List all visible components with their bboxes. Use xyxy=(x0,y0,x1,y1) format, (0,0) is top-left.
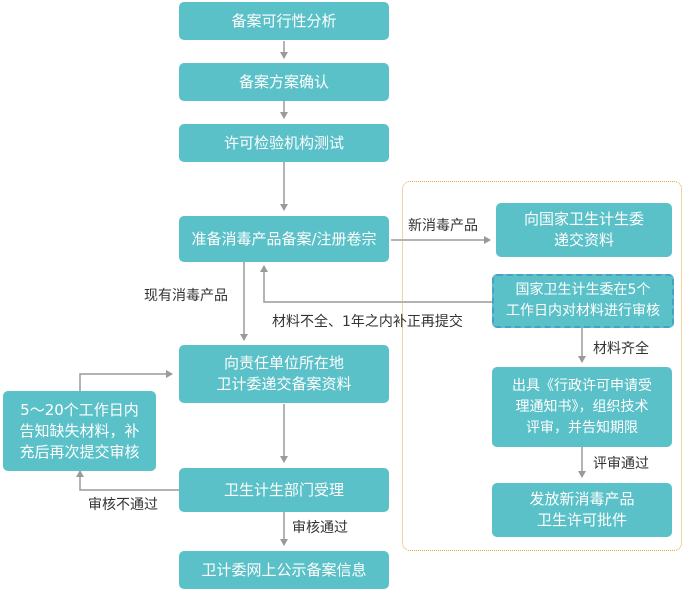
node-plan-confirmation: 备案方案确认 xyxy=(179,63,389,101)
node-label-line: 卫计委递交备案资料 xyxy=(216,375,352,393)
node-submit-local: 向责任单位所在地 卫计委递交备案资料 xyxy=(179,345,389,403)
node-label-line: 卫生许可批件 xyxy=(536,511,627,529)
node-label-line: 充后再次提交审核 xyxy=(19,442,140,461)
node-label-line: 5～20个工作日内 xyxy=(20,400,139,419)
edge-label-review-pass: 评审通过 xyxy=(593,456,649,472)
node-label-line: 向责任单位所在地 xyxy=(223,354,344,372)
node-label: 卫计委网上公示备案信息 xyxy=(201,560,367,579)
node-label-line: 评审，并告知期限 xyxy=(526,419,638,436)
node-department-acceptance: 卫生计生部门受理 xyxy=(179,468,389,512)
node-label-line: 向国家卫生计生委 xyxy=(523,210,644,228)
edge-label-complete: 材料齐全 xyxy=(593,341,649,357)
edge-label-new-product: 新消毒产品 xyxy=(408,218,478,234)
node-label-line: 发放新消毒产品 xyxy=(529,490,635,508)
new-product-process-region xyxy=(402,181,682,551)
arrow-accept-to-notify xyxy=(76,470,180,491)
node-notify-missing: 5～20个工作日内 告知缺失材料，补 充后再次提交审核 xyxy=(3,391,156,471)
node-label-line: 递交资料 xyxy=(553,231,614,249)
edge-label-incomplete: 材料不全、1年之内补正再提交 xyxy=(272,314,463,330)
node-label-line: 理通知书》，组织技术 xyxy=(515,398,649,415)
arrow-review-back-to-prepare xyxy=(260,265,492,303)
node-label-line: 出具《行政许可申请受 xyxy=(512,377,652,394)
node-prepare-dossier: 准备消毒产品备案/注册卷宗 xyxy=(179,216,389,262)
arrow-notify-to-submit xyxy=(79,370,173,391)
edge-label-existing-product: 现有消毒产品 xyxy=(144,288,228,304)
node-publish-online: 卫计委网上公示备案信息 xyxy=(179,551,389,589)
node-label: 准备消毒产品备案/注册卷宗 xyxy=(191,229,377,248)
node-label: 许可检验机构测试 xyxy=(223,133,344,152)
edge-label-audit-pass: 审核通过 xyxy=(292,520,348,536)
node-issue-notice: 出具《行政许可申请受 理通知书》，组织技术 评审，并告知期限 xyxy=(492,367,672,447)
node-label: 备案可行性分析 xyxy=(231,11,337,30)
node-label: 备案方案确认 xyxy=(238,72,329,91)
node-label-line: 告知缺失材料，补 xyxy=(19,421,140,440)
node-submit-nhfpc: 向国家卫生计生委 递交资料 xyxy=(496,203,672,257)
node-lab-testing: 许可检验机构测试 xyxy=(179,124,389,162)
node-feasibility-analysis: 备案可行性分析 xyxy=(179,2,389,40)
node-issue-approval: 发放新消毒产品 卫生许可批件 xyxy=(492,483,672,537)
node-label-line: 国家卫生计生委在5个 xyxy=(515,282,651,298)
edge-label-audit-fail: 审核不通过 xyxy=(88,497,158,513)
node-label: 卫生计生部门受理 xyxy=(223,480,344,499)
node-nhfpc-review: 国家卫生计生委在5个 工作日内对材料进行审核 xyxy=(492,274,674,328)
node-label-line: 工作日内对材料进行审核 xyxy=(506,303,660,319)
